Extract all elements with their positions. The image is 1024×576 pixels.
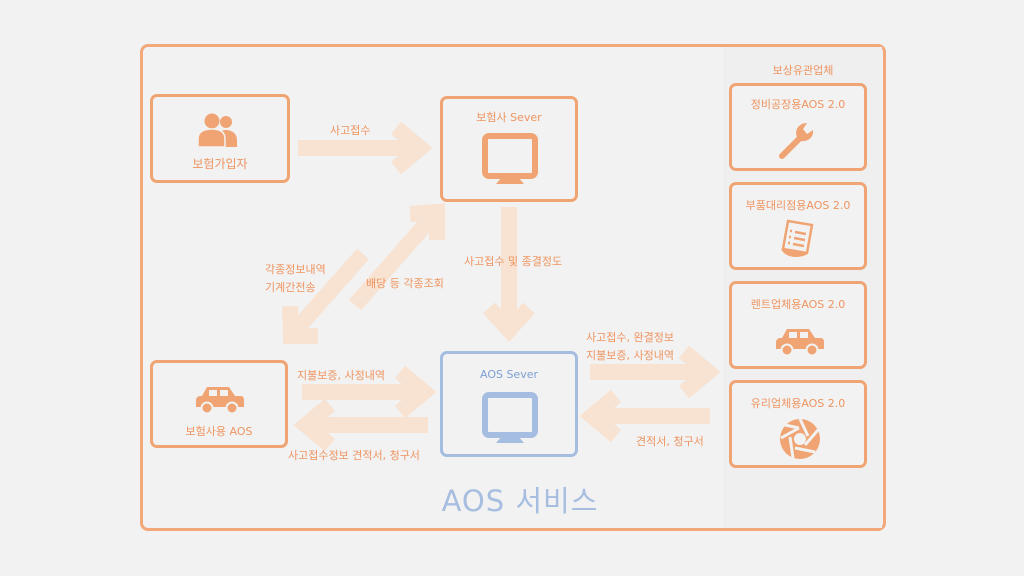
edge-label-report-complete: 사고접수, 완결정보 xyxy=(586,331,674,344)
partner-parts-dealer: 부품대리점용AOS 2.0 xyxy=(729,182,867,270)
edge-label-report-closing: 사고접수 및 종결정도 xyxy=(464,255,563,268)
aperture-icon xyxy=(780,418,820,459)
partner-label: 정비공장용AOS 2.0 xyxy=(750,98,846,111)
partner-repair-shop: 정비공장용AOS 2.0 xyxy=(729,83,867,171)
insurer-aos-node: 보험사용 AOS xyxy=(150,360,288,448)
partner-heading: 보상유관업체 xyxy=(772,64,834,77)
aos-server-node: AOS Sever xyxy=(440,351,578,457)
partner-glass: 유리업체용AOS 2.0 xyxy=(729,380,867,468)
partner-rental: 렌트업체용AOS 2.0 xyxy=(729,281,867,369)
car-icon xyxy=(196,387,244,415)
subscriber-label: 보험가입자 xyxy=(192,157,248,171)
edge-label-accident-report: 사고접수 xyxy=(330,124,371,137)
monitor-icon xyxy=(482,133,538,184)
partner-label: 부품대리점용AOS 2.0 xyxy=(745,199,851,212)
insurer-server-label: 보험사 Sever xyxy=(476,111,542,124)
monitor-icon xyxy=(482,392,538,443)
subscriber-node: 보험가입자 xyxy=(150,94,290,183)
edge-label-payment-guarantee-partners: 지불보증, 사정내역 xyxy=(586,349,674,362)
edge-label-query: 배당 등 각종조회 xyxy=(366,277,444,290)
document-icon xyxy=(781,219,814,257)
edge-label-info-line1: 각종정보내역 xyxy=(265,263,326,276)
edge-label-info-line2: 기계간전송 xyxy=(265,281,316,294)
insurer-aos-label: 보험사용 AOS xyxy=(185,425,253,438)
edge-label-payment-guarantee: 지불보증, 사정내역 xyxy=(297,369,385,382)
users-icon xyxy=(197,113,237,148)
wrench-icon xyxy=(779,123,814,159)
aos-server-label: AOS Sever xyxy=(479,368,539,381)
car-icon xyxy=(776,329,824,357)
insurer-server-node: 보험사 Sever xyxy=(440,96,578,202)
diagram-title: AOS 서비스 xyxy=(441,484,599,518)
edge-label-report-estimate: 사고접수정보 견적서, 청구서 xyxy=(288,449,420,462)
edge-label-estimate-invoice: 견적서, 청구서 xyxy=(636,435,704,448)
partner-label: 유리업체용AOS 2.0 xyxy=(750,397,846,410)
partner-label: 렌트업체용AOS 2.0 xyxy=(750,298,846,311)
